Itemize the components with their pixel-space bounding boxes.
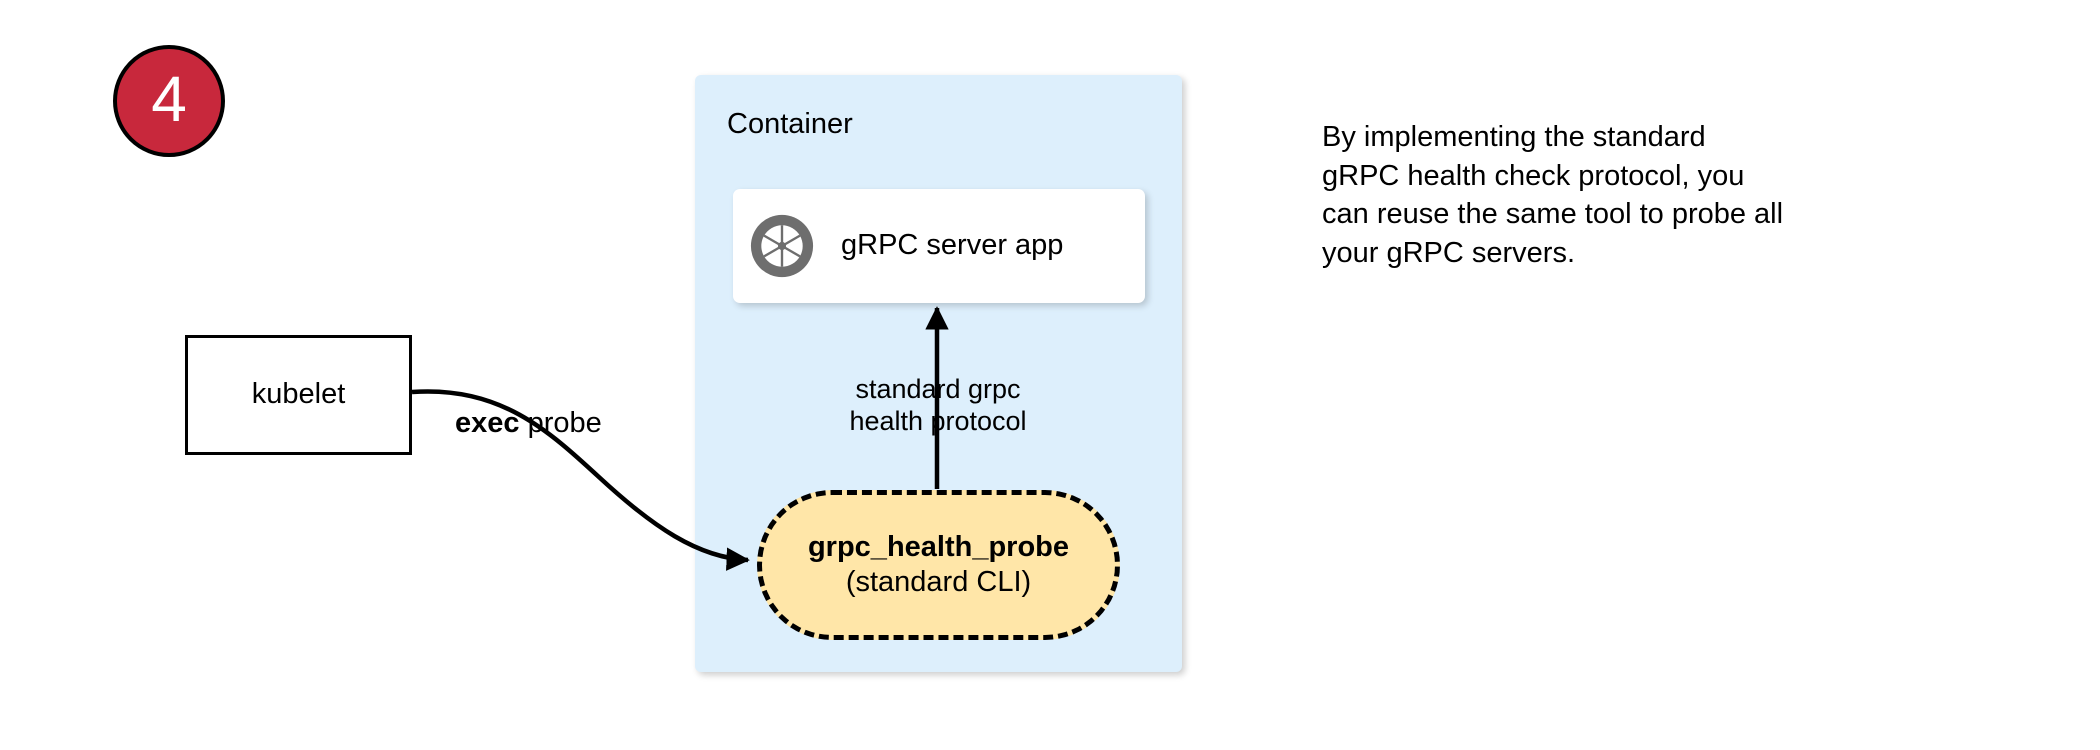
grpc-server-app-card: gRPC server app: [733, 189, 1145, 303]
grpc-aperture-icon: [750, 214, 814, 278]
note-line-1: By implementing the standard: [1322, 121, 1706, 153]
kubelet-node: kubelet: [185, 335, 412, 455]
protocol-label-line1: standard grpc: [855, 374, 1021, 404]
grpc-server-app-label: gRPC server app: [841, 229, 1064, 262]
step-number-label: 4: [151, 63, 187, 135]
kubelet-label: kubelet: [251, 378, 346, 411]
exec-probe-edge-label: exec probe: [455, 407, 602, 440]
note-line-2: gRPC health check protocol, you: [1322, 159, 1745, 192]
exec-probe-strong: exec: [455, 407, 520, 439]
grpc-health-probe-title: grpc_health_probe: [807, 530, 1070, 563]
grpc-health-probe-subtitle: (standard CLI): [845, 566, 1032, 598]
step-number-badge: 4: [113, 45, 225, 157]
exec-probe-rest: probe: [519, 407, 602, 439]
protocol-label-line2: health protocol: [849, 405, 1027, 436]
grpc-health-probe-node: grpc_health_probe (standard CLI): [757, 490, 1120, 640]
explanatory-note: By implementing the standard gRPC health…: [1322, 118, 1902, 272]
container-title: Container: [727, 108, 853, 140]
protocol-edge-label: standard grpc health protocol: [832, 374, 1044, 438]
note-line-3: can reuse the same tool to probe all: [1322, 198, 1784, 231]
note-line-4: your gRPC servers.: [1322, 236, 1576, 269]
